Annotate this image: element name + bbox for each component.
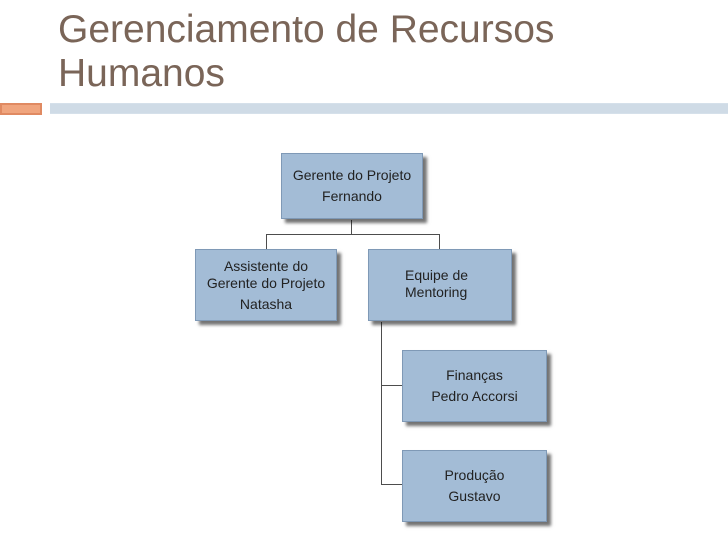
title-accent-bar <box>0 103 42 115</box>
node-finance-person: Pedro Accorsi <box>431 388 518 404</box>
slide-title-line-2: Humanos <box>58 52 225 95</box>
node-assistant-role-line-1: Assistente do <box>223 257 309 274</box>
node-mentoring-team: Equipe de Mentoring <box>368 249 512 321</box>
slide-title: Gerenciamento de Recursos Humanos <box>58 8 698 96</box>
node-project-manager-person: Fernando <box>322 188 382 204</box>
node-assistant: Assistente do Gerente do Projeto Natasha <box>195 249 337 321</box>
node-project-manager-role: Gerente do Projeto <box>292 167 412 183</box>
node-production-role: Produção <box>444 467 505 483</box>
node-production: Produção Gustavo <box>402 450 547 522</box>
assistant-connector <box>266 234 267 249</box>
level1-horizontal-connector <box>266 234 440 235</box>
finance-connector <box>381 385 402 386</box>
slide-title-line-1: Gerenciamento de Recursos <box>58 8 555 51</box>
root-down-connector <box>351 220 352 234</box>
node-production-person: Gustavo <box>448 488 501 504</box>
mentoring-vertical-connector <box>381 322 382 484</box>
node-mentoring-role-line-2: Mentoring <box>405 284 468 300</box>
node-mentoring-role-line-1: Equipe de <box>405 267 469 283</box>
node-assistant-role-line-2: Gerente do Projeto <box>206 274 326 291</box>
production-connector <box>381 484 402 485</box>
title-underline-bar <box>50 103 728 114</box>
mentoring-connector <box>439 234 440 249</box>
node-project-manager: Gerente do Projeto Fernando <box>281 153 423 219</box>
node-finance: Finanças Pedro Accorsi <box>402 350 547 422</box>
node-finance-role: Finanças <box>446 367 503 383</box>
node-assistant-person: Natasha <box>239 295 293 312</box>
